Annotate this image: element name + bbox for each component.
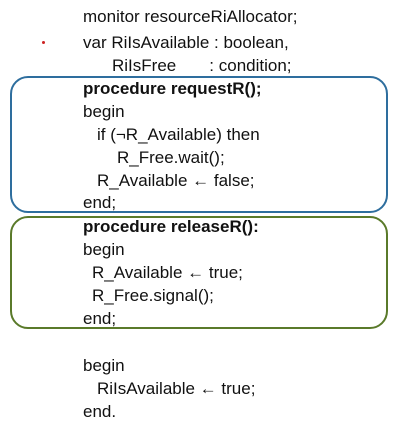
request-procedure-header: procedure requestR(); — [83, 79, 262, 98]
init-end: end. — [83, 402, 117, 421]
release-procedure-box — [10, 216, 388, 329]
init-assign-statement: RiIsAvailable ← true; — [97, 379, 256, 398]
release-signal-statement: R_Free.signal(); — [92, 286, 214, 305]
release-begin: begin — [83, 240, 125, 259]
release-procedure-header: procedure releaseR(): — [83, 217, 259, 236]
decorative-dot — [42, 41, 45, 44]
request-if-statement: if (¬R_Available) then — [97, 125, 260, 144]
request-procedure-box — [10, 76, 388, 213]
monitor-declaration: monitor resourceRiAllocator; — [83, 7, 298, 26]
init-begin: begin — [83, 356, 125, 375]
request-assign-statement: R_Available ← false; — [97, 171, 255, 190]
request-begin: begin — [83, 102, 125, 121]
condition-declaration: RiIsFree : condition; — [112, 56, 292, 75]
release-assign-statement: R_Available ← true; — [92, 263, 243, 282]
release-end: end; — [83, 309, 117, 328]
request-wait-statement: R_Free.wait(); — [117, 148, 225, 167]
request-end: end; — [83, 193, 117, 212]
var-declaration: var RiIsAvailable : boolean, — [83, 33, 289, 52]
